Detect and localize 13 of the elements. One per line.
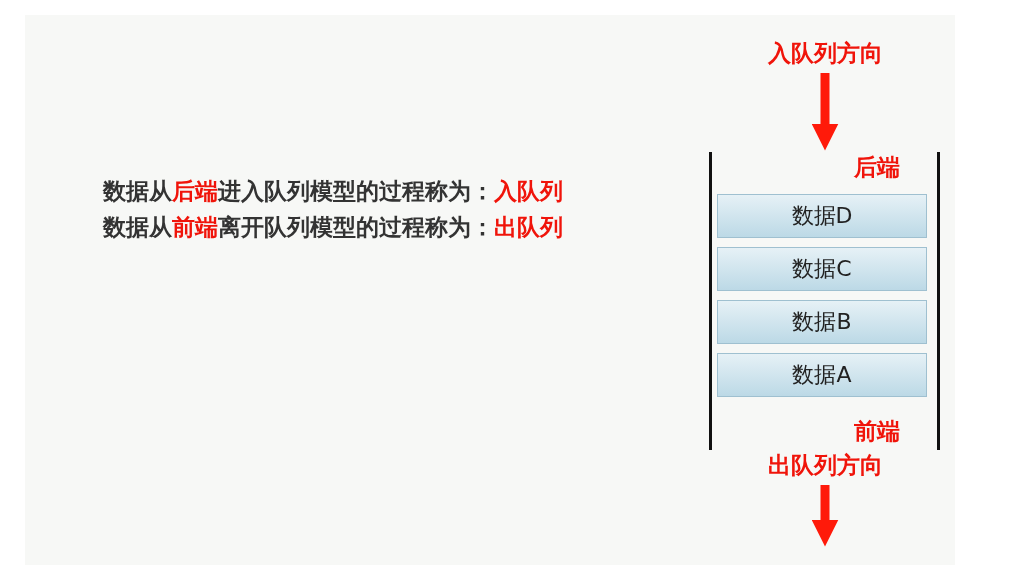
direction-label: 入队列方向 [755, 38, 895, 69]
arrow [811, 485, 839, 547]
data-box: 数据A [717, 353, 927, 397]
data-box: 数据C [717, 247, 927, 291]
data-box: 数据B [717, 300, 927, 344]
end-label: 前端 [854, 417, 900, 446]
sentence: 数据从前端离开队列模型的过程称为：出队列 [103, 213, 563, 242]
arrow [811, 73, 839, 151]
data-box: 数据D [717, 194, 927, 238]
sentence: 数据从后端进入队列模型的过程称为：入队列 [103, 177, 563, 206]
direction-label: 出队列方向 [755, 450, 895, 481]
end-label: 后端 [854, 153, 900, 182]
queue-column [709, 152, 940, 450]
